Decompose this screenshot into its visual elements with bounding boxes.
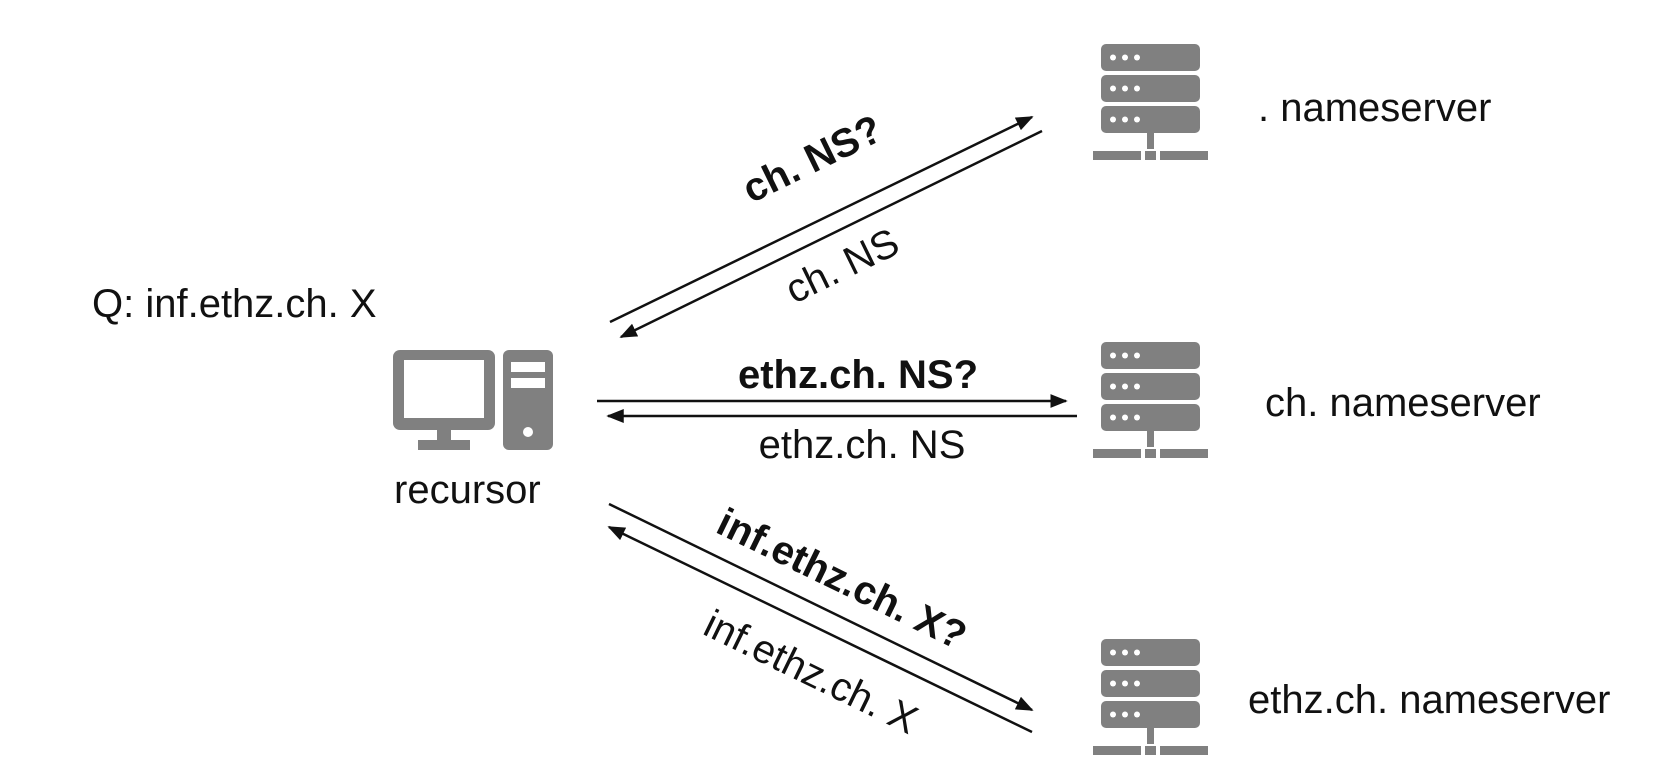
response-label-root: ch. NS — [779, 220, 906, 312]
root-nameserver-label: . nameserver — [1258, 86, 1492, 130]
response-label-ch: ethz.ch. NS — [759, 423, 966, 467]
query-label: Q: inf.ethz.ch. X — [92, 282, 377, 326]
server-rack-icon — [1093, 44, 1208, 160]
request-label-ch: ethz.ch. NS? — [738, 353, 978, 397]
request-arrow-ethz — [608, 502, 1034, 712]
ch-nameserver-label: ch. nameserver — [1265, 381, 1541, 425]
recursor-label: recursor — [394, 468, 541, 512]
request-arrow-root — [609, 115, 1034, 324]
response-arrow-root — [619, 129, 1043, 339]
request-label-root: ch. NS? — [736, 107, 889, 212]
ethz-nameserver-label: ethz.ch. nameserver — [1248, 678, 1611, 722]
server-rack-icon — [1093, 639, 1208, 755]
desktop-computer-icon — [393, 350, 553, 450]
response-arrow-ethz — [607, 525, 1033, 734]
server-rack-icon — [1093, 342, 1208, 458]
